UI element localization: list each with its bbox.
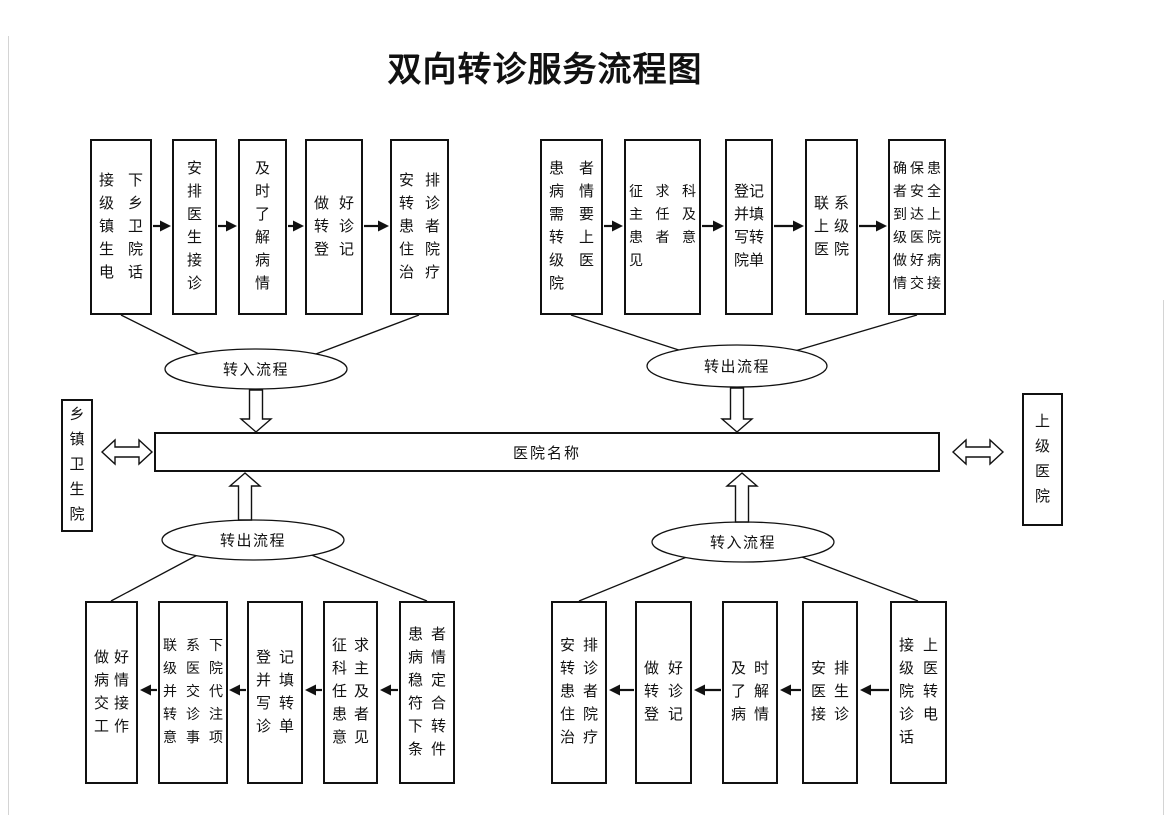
step-box-top-right-1: 患者病情需要转上级医院 (540, 139, 603, 315)
step-box-bottom-left-4: 征求科主任及患者意见 (323, 601, 378, 784)
step-arrows (140, 220, 889, 696)
step-box-bottom-right-5: 接上级医院转诊电话 (890, 601, 947, 784)
flow-arrow (702, 220, 724, 232)
ellipse-label-bottom-right: 转入流程 (709, 535, 777, 552)
down-block-arrow-right (720, 387, 754, 433)
flow-arrow (780, 684, 801, 696)
down-block-arrow-left (239, 389, 273, 433)
hospital-name-box: 医院名称 (154, 432, 940, 472)
ellipse-label-top-left: 转入流程 (222, 362, 290, 379)
ellipse-top-right (646, 344, 828, 388)
ellipse-label-bottom-left: 转出流程 (219, 533, 287, 550)
flow-arrow (305, 684, 322, 696)
page-title: 双向转诊服务流程图 (387, 52, 703, 89)
flow-arrow (140, 684, 157, 696)
flow-ellipses (161, 344, 835, 563)
step-box-bottom-right-1: 安排转诊患者住院治疗 (551, 601, 607, 784)
ellipse-label-top-right: 转出流程 (703, 359, 771, 376)
flow-arrow (364, 220, 389, 232)
step-box-top-right-5: 确保患者安全到达上级医院做好病情交接 (888, 139, 946, 315)
step-box-bottom-left-5: 患者病情稳定符合下转条件 (399, 601, 455, 784)
block-arrows (100, 387, 1005, 523)
step-box-top-left-5: 安排转诊患者住院治疗 (390, 139, 449, 315)
up-block-arrow-left (228, 472, 262, 521)
step-box-bottom-left-2: 联系下级医院并交代转诊注意事项 (158, 601, 228, 784)
connector-lines (110, 314, 919, 602)
page-right-edge-line (1163, 300, 1164, 815)
flow-arrow (153, 220, 171, 232)
step-box-top-left-2: 安排医生接诊 (172, 139, 217, 315)
flow-arrow (859, 220, 887, 232)
flow-arrow (288, 220, 304, 232)
page-left-edge-line (8, 36, 9, 815)
flow-arrow (604, 220, 623, 232)
flow-arrow (218, 220, 237, 232)
up-block-arrow-right (725, 472, 759, 523)
step-box-top-right-2: 征求科主任及患者意见 (624, 139, 701, 315)
flow-arrow (860, 684, 889, 696)
step-box-bottom-left-1: 做好病情交接工作 (85, 601, 138, 784)
flow-arrow (229, 684, 246, 696)
step-box-bottom-right-4: 安排医生接诊 (802, 601, 858, 784)
step-box-top-left-1: 接下级乡镇卫生院电话 (90, 139, 152, 315)
flow-arrow (694, 684, 721, 696)
step-box-top-left-3: 及时了解病情 (238, 139, 287, 315)
ellipse-bottom-left (161, 519, 345, 561)
step-box-top-right-4: 联系上级医院 (805, 139, 858, 315)
flow-arrow (774, 220, 804, 232)
step-box-top-left-4: 做好转诊登记 (305, 139, 363, 315)
step-box-bottom-left-3: 登记并填写转诊单 (247, 601, 303, 784)
entity-box-township-hospital: 乡镇卫生院 (61, 399, 93, 532)
flow-arrow (609, 684, 634, 696)
double-arrow-right (951, 438, 1005, 466)
flow-arrow (380, 684, 398, 696)
double-arrow-left (100, 438, 154, 466)
hospital-name-label: 医院名称 (512, 445, 581, 462)
ellipse-top-left (164, 348, 348, 390)
step-box-top-right-3: 登记并填写转院单 (725, 139, 773, 315)
step-box-bottom-right-3: 及时了解病情 (722, 601, 778, 784)
step-box-bottom-right-2: 做好转诊登记 (635, 601, 692, 784)
entity-box-superior-hospital: 上级医院 (1022, 393, 1063, 526)
